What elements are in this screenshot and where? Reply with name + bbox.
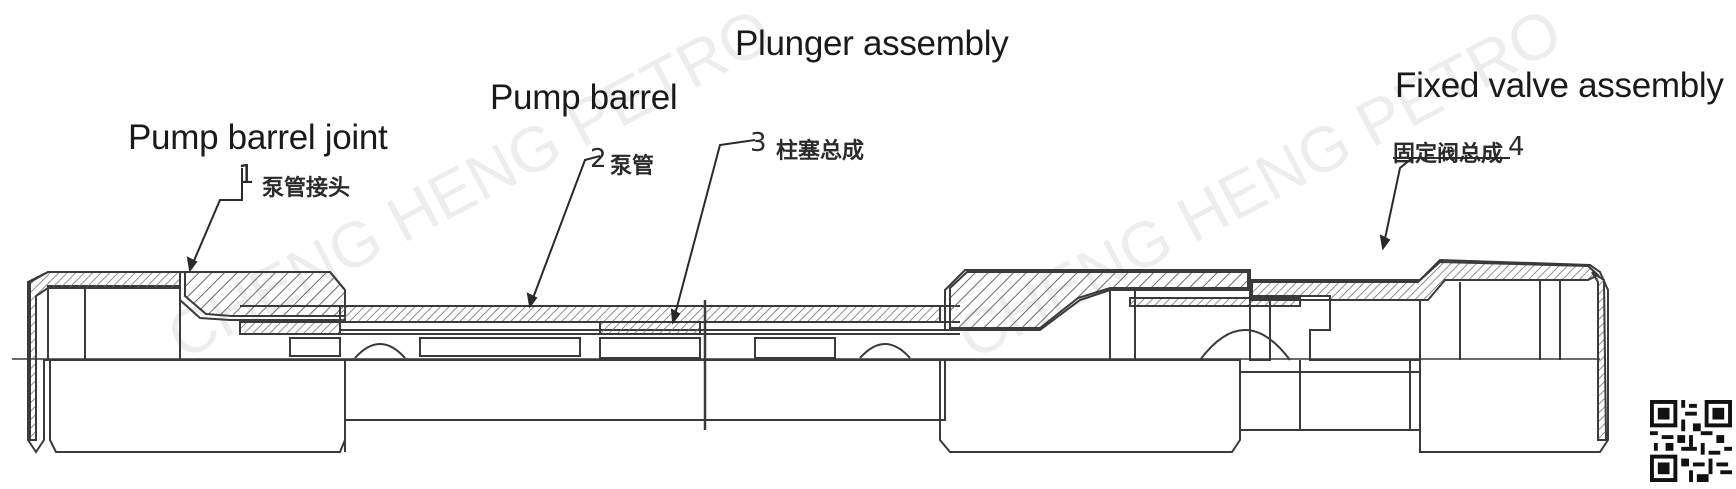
callout-2-number: 2 [590, 144, 607, 174]
callout-4-number: 4 [1508, 132, 1525, 162]
coupling-hatch [949, 271, 1249, 329]
tube-lower-body [345, 359, 946, 421]
leader-4-drop [1382, 157, 1413, 249]
barrel-hatch [339, 305, 941, 323]
fixed-valve-hatch-top [1251, 260, 1600, 301]
fixed-valve-hatch-side [1591, 271, 1608, 441]
qr-code-icon [1650, 400, 1732, 482]
fixed-valve-outline [1249, 258, 1609, 453]
coupling-lower-body [939, 359, 1241, 453]
valve-ball [1199, 329, 1291, 361]
callout-3-number: 3 [750, 128, 767, 158]
leader-2 [529, 155, 601, 307]
plunger-hatch [599, 321, 701, 335]
leader-1 [189, 168, 243, 271]
callout-1-text: 泵管接头 [262, 176, 351, 201]
joint-hatch-main [184, 271, 346, 317]
label-pump-barrel-joint: Pump barrel joint [128, 118, 388, 157]
joint-lower-body [49, 359, 346, 453]
callout-3-text: 柱塞总成 [776, 139, 865, 164]
label-pump-barrel: Pump barrel [490, 78, 678, 117]
leader-3 [672, 139, 756, 323]
joint-hatch-thin [29, 271, 181, 441]
callout-4-text: 固定阀总成 [1393, 142, 1504, 167]
label-fixed-valve-assembly: Fixed valve assembly [1395, 66, 1724, 105]
label-plunger-assembly: Plunger assembly [735, 24, 1009, 63]
callout-2-text: 泵管 [610, 154, 655, 179]
